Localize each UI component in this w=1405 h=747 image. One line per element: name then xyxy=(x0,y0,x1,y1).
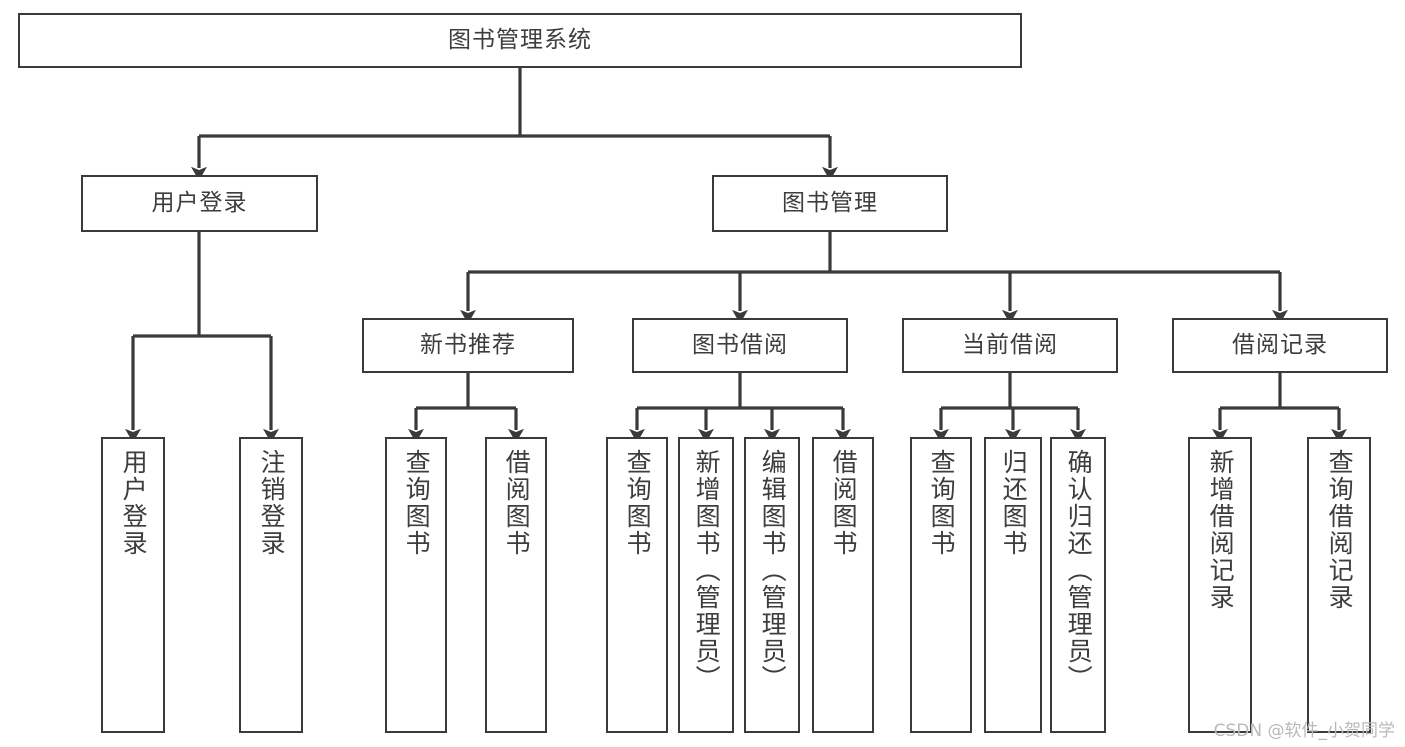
leaf-query-borrow-record-label: 查询借阅记录 xyxy=(1325,449,1355,611)
leaf-query-book-1-label: 查询图书 xyxy=(402,449,432,557)
leaf-borrow-book-2-label: 借阅图书 xyxy=(829,449,859,557)
leaf-borrow-book-2[interactable]: 借阅图书 xyxy=(812,437,874,733)
leaf-borrow-book-1[interactable]: 借阅图书 xyxy=(485,437,547,733)
node-current-borrow[interactable]: 当前借阅 xyxy=(902,318,1118,373)
leaf-user-login[interactable]: 用户登录 xyxy=(101,437,165,733)
leaf-return-book-label: 归还图书 xyxy=(999,449,1029,557)
leaf-user-logout-label: 注销登录 xyxy=(257,449,287,557)
node-book-borrow-label: 图书借阅 xyxy=(692,331,788,358)
node-new-book-recommend-label: 新书推荐 xyxy=(420,331,516,358)
leaf-confirm-return-admin-label: 确认归还（管理员） xyxy=(1064,449,1094,692)
node-borrow-record-label: 借阅记录 xyxy=(1232,331,1328,358)
leaf-add-borrow-record[interactable]: 新增借阅记录 xyxy=(1188,437,1252,733)
csdn-watermark: CSDN @软件_小贺同学 xyxy=(1213,721,1395,741)
leaf-query-borrow-record[interactable]: 查询借阅记录 xyxy=(1307,437,1371,733)
node-book-management-label: 图书管理 xyxy=(782,189,878,216)
leaf-confirm-return-admin[interactable]: 确认归还（管理员） xyxy=(1050,437,1106,733)
leaf-user-login-label: 用户登录 xyxy=(119,449,149,557)
leaf-query-book-3-label: 查询图书 xyxy=(927,449,957,557)
node-root[interactable]: 图书管理系统 xyxy=(18,13,1022,68)
leaf-return-book[interactable]: 归还图书 xyxy=(984,437,1042,733)
leaf-user-logout[interactable]: 注销登录 xyxy=(239,437,303,733)
leaf-edit-book-admin-label: 编辑图书（管理员） xyxy=(758,449,788,692)
leaf-borrow-book-1-label: 借阅图书 xyxy=(502,449,532,557)
leaf-add-book-admin[interactable]: 新增图书（管理员） xyxy=(678,437,734,733)
leaf-query-book-2-label: 查询图书 xyxy=(623,449,653,557)
node-borrow-record[interactable]: 借阅记录 xyxy=(1172,318,1388,373)
leaf-query-book-1[interactable]: 查询图书 xyxy=(385,437,447,733)
node-current-borrow-label: 当前借阅 xyxy=(962,331,1058,358)
leaf-edit-book-admin[interactable]: 编辑图书（管理员） xyxy=(744,437,800,733)
leaf-add-borrow-record-label: 新增借阅记录 xyxy=(1206,449,1236,611)
node-user-login[interactable]: 用户登录 xyxy=(81,175,318,232)
node-root-label: 图书管理系统 xyxy=(448,26,592,53)
leaf-query-book-2[interactable]: 查询图书 xyxy=(606,437,668,733)
leaf-add-book-admin-label: 新增图书（管理员） xyxy=(692,449,722,692)
node-book-management[interactable]: 图书管理 xyxy=(712,175,948,232)
leaf-query-book-3[interactable]: 查询图书 xyxy=(910,437,972,733)
node-user-login-label: 用户登录 xyxy=(151,189,248,216)
node-new-book-recommend[interactable]: 新书推荐 xyxy=(362,318,574,373)
node-book-borrow[interactable]: 图书借阅 xyxy=(632,318,848,373)
